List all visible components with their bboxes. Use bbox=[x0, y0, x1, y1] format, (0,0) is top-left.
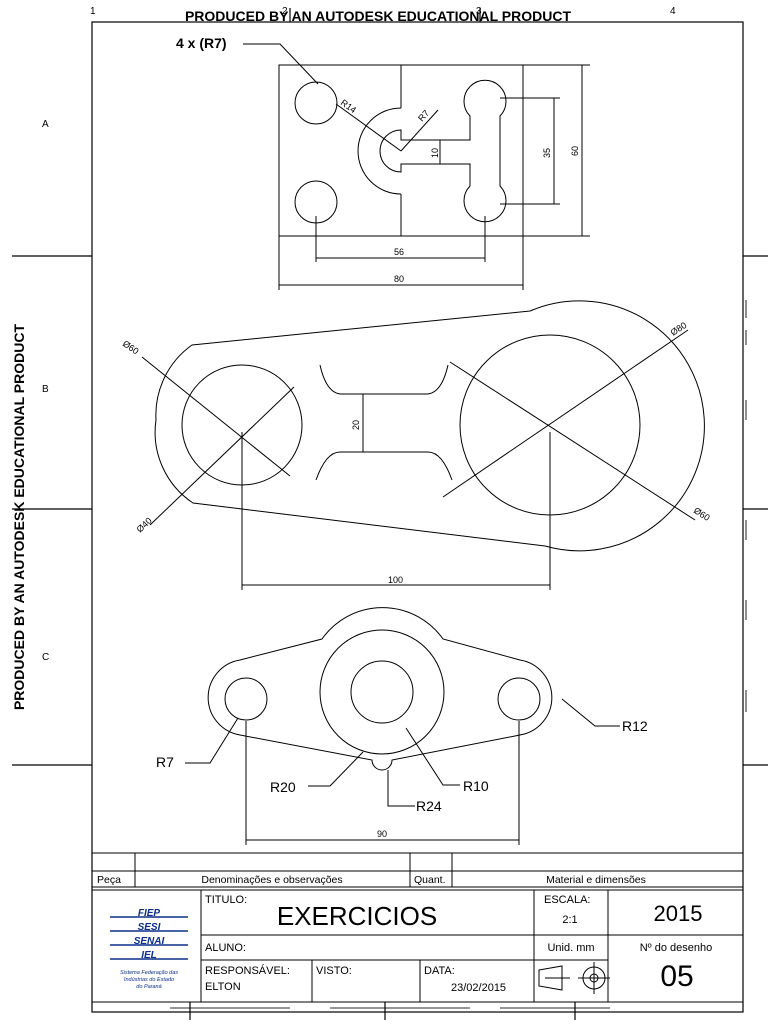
data-value: 23/02/2015 bbox=[451, 982, 506, 994]
dim-d60-right: Ø60 bbox=[692, 505, 712, 523]
row-marker-a: A bbox=[42, 119, 49, 130]
watermark-top: PRODUCED BY AN AUTODESK EDUCATIONAL PROD… bbox=[185, 8, 572, 24]
bore-r10 bbox=[350, 660, 414, 724]
dim-10: 10 bbox=[430, 148, 440, 158]
hole-top-left bbox=[294, 81, 338, 125]
boss-r20 bbox=[319, 629, 445, 755]
escala-value: 2:1 bbox=[562, 914, 577, 926]
link-neck-top bbox=[319, 364, 449, 395]
link-outer-contour bbox=[154, 300, 705, 552]
parts-list-headers: Peça Denominações e observações Quant. M… bbox=[97, 874, 646, 886]
label-r7: R7 bbox=[156, 754, 174, 770]
label-r10: R10 bbox=[463, 778, 489, 794]
data-label: DATA: bbox=[424, 965, 455, 977]
unid-value: Unid. mm bbox=[547, 942, 594, 954]
logo-senai: SENAI bbox=[134, 936, 165, 947]
dim-d80: Ø80 bbox=[669, 320, 689, 338]
label-r12: R12 bbox=[622, 718, 648, 734]
dim-r7-slot: R7 bbox=[416, 108, 431, 123]
desenho-value: 05 bbox=[660, 960, 693, 993]
logo-sub-3: do Paraná bbox=[136, 984, 161, 990]
hole-right-r7 bbox=[497, 677, 541, 721]
desenho-label: Nº do desenho bbox=[640, 942, 713, 954]
responsavel-label: RESPONSÁVEL: bbox=[205, 964, 290, 977]
aluno-label: ALUNO: bbox=[205, 942, 246, 954]
slot-r14-arc bbox=[357, 107, 402, 195]
logo-sub-1: Sistema Federação das bbox=[120, 970, 178, 976]
logo-sub-2: Indústrias do Estado bbox=[124, 977, 174, 983]
column-marker-4: 4 bbox=[670, 6, 676, 17]
dim-80: 80 bbox=[394, 274, 404, 284]
view-a-plate bbox=[243, 43, 590, 290]
dim-d60-left: Ø60 bbox=[121, 338, 141, 356]
view-b-dimension-text: Ø60 Ø80 Ø40 Ø60 20 100 bbox=[121, 320, 712, 585]
titulo-value: EXERCICIOS bbox=[277, 901, 437, 931]
dim-90: 90 bbox=[377, 829, 387, 839]
header-peca: Peça bbox=[97, 874, 121, 886]
watermark-left: PRODUCED BY AN AUTODESK EDUCATIONAL PROD… bbox=[11, 324, 27, 711]
year-value: 2015 bbox=[654, 901, 703, 926]
title-block-grid bbox=[92, 889, 743, 1003]
header-denominacoes: Denominações e observações bbox=[201, 874, 342, 886]
escala-label: ESCALA: bbox=[544, 894, 590, 906]
watermark-ghost-marks bbox=[170, 300, 747, 1009]
label-r20: R20 bbox=[270, 779, 296, 795]
view-b-link bbox=[141, 300, 705, 590]
label-r24: R24 bbox=[416, 798, 442, 814]
row-marker-b: B bbox=[42, 384, 49, 395]
view-a-dimension-text: 4 x (R7) R14 R7 10 35 60 56 80 bbox=[176, 35, 580, 284]
header-quant: Quant. bbox=[414, 874, 446, 886]
callout-4xr7: 4 x (R7) bbox=[176, 35, 227, 51]
flange-outline bbox=[207, 607, 553, 771]
logo-fiep: FIEP bbox=[138, 908, 161, 919]
view-c-labels: R12 R7 R10 R20 R24 90 bbox=[156, 718, 648, 839]
projection-symbol-icon bbox=[538, 962, 610, 994]
fiep-logo: FIEP SESI SENAI IEL Sistema Federação da… bbox=[110, 906, 188, 990]
visto-label: VISTO: bbox=[316, 965, 352, 977]
slot-t-outline bbox=[379, 79, 507, 223]
column-marker-3: 3 bbox=[476, 6, 482, 17]
dim-20: 20 bbox=[351, 420, 361, 430]
column-marker-1: 1 bbox=[90, 6, 96, 17]
dim-d40: Ø40 bbox=[135, 516, 154, 535]
logo-sesi: SESI bbox=[138, 922, 161, 933]
dim-100: 100 bbox=[388, 575, 403, 585]
title-block-text: TITULO: EXERCICIOS ESCALA: 2:1 2015 ALUN… bbox=[205, 894, 712, 994]
dim-35: 35 bbox=[542, 148, 552, 158]
sheet-frame bbox=[12, 8, 768, 1020]
responsavel-value: ELTON bbox=[205, 981, 241, 993]
parts-list bbox=[92, 852, 743, 888]
dim-60: 60 bbox=[570, 146, 580, 156]
view-c-flange bbox=[185, 607, 620, 845]
header-material: Material e dimensões bbox=[546, 874, 646, 886]
row-marker-c: C bbox=[42, 652, 49, 663]
titulo-label: TITULO: bbox=[205, 894, 247, 906]
zone-markers: 1 2 3 4 A B C bbox=[42, 6, 676, 663]
hole-left-r7 bbox=[224, 677, 268, 721]
column-marker-2: 2 bbox=[282, 6, 288, 17]
dim-56: 56 bbox=[394, 247, 404, 257]
logo-iel: IEL bbox=[141, 950, 157, 961]
link-neck-bottom bbox=[315, 451, 453, 481]
